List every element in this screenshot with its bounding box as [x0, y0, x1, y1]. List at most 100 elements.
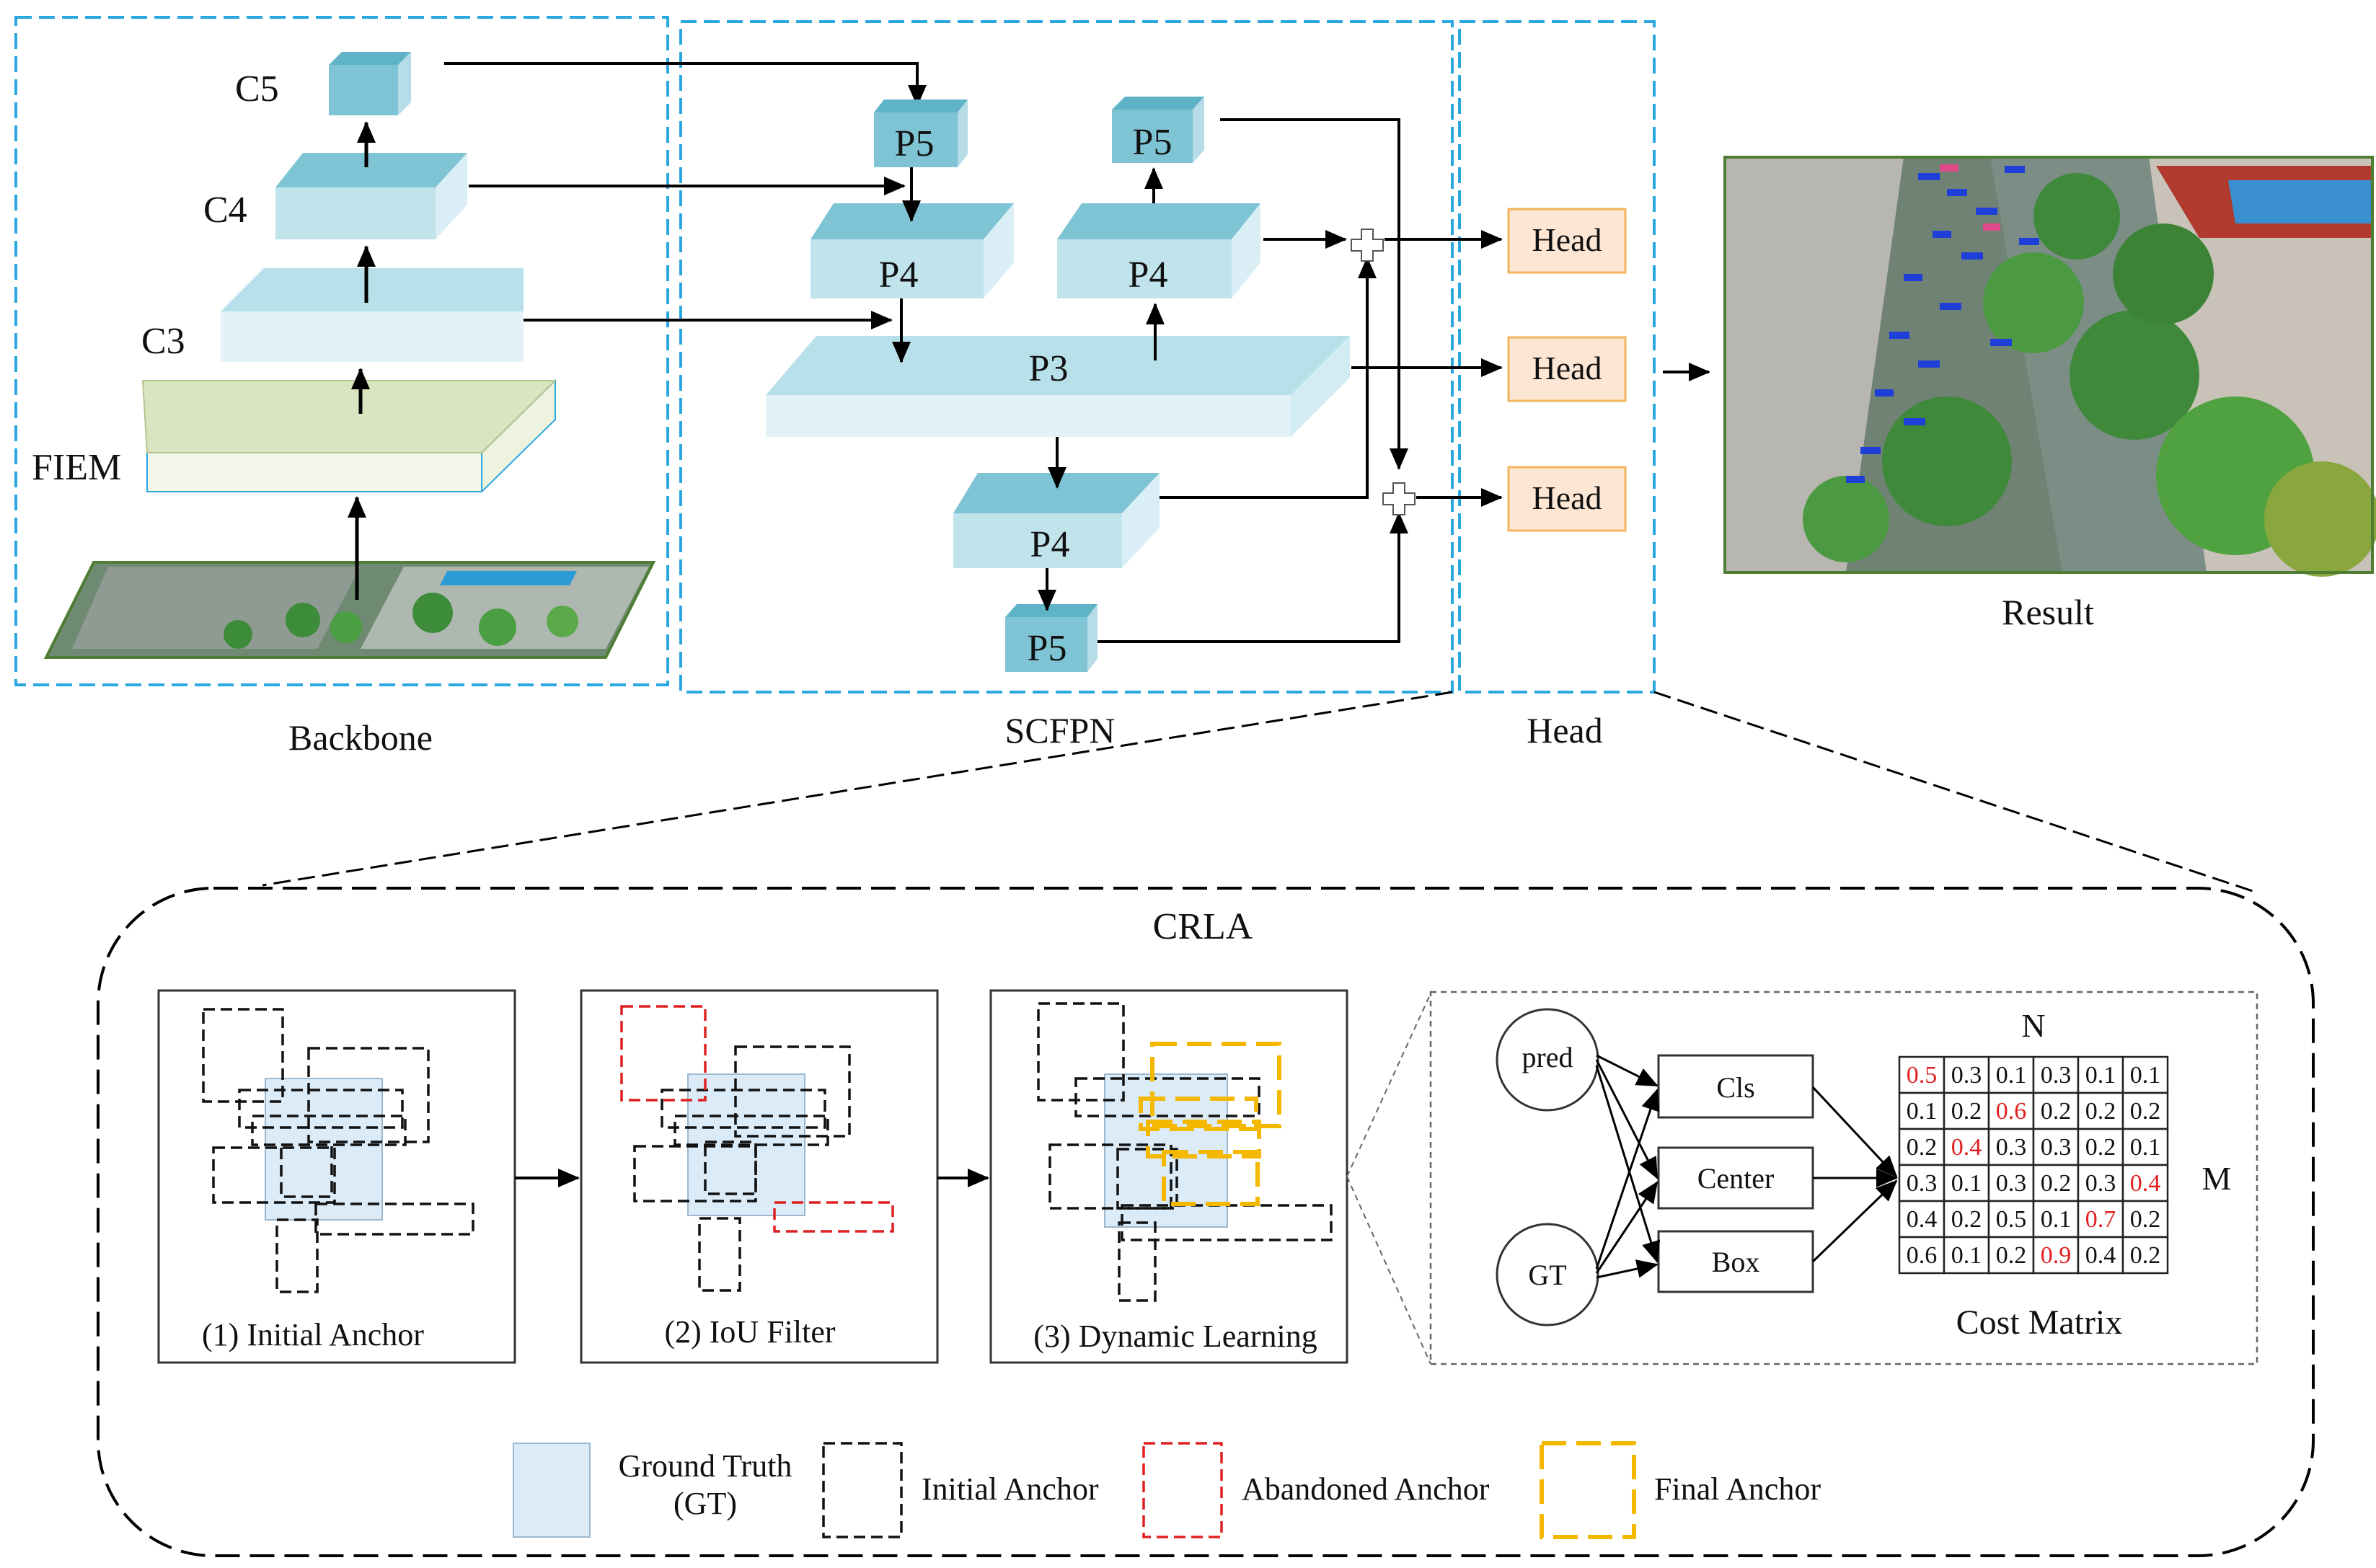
matrix-value: 0.7 [2085, 1206, 2116, 1233]
matrix-value: 0.3 [2085, 1170, 2116, 1197]
fpn-p3-label: P3 [1029, 348, 1069, 389]
matrix-cell [1898, 1200, 1946, 1239]
matrix-value: 0.2 [2130, 1206, 2161, 1233]
legend-abandoned-label: Abandoned Anchor [1242, 1471, 1490, 1507]
matrix-value: 0.3 [1996, 1134, 2027, 1161]
matrix-value: 0.2 [2041, 1170, 2072, 1197]
matrix-caption: Cost Matrix [1956, 1303, 2123, 1342]
gt-node: GT [1496, 1223, 1599, 1326]
matrix-value: 0.2 [1951, 1098, 1982, 1125]
matrix-n-label: N [2021, 1007, 2045, 1044]
matrix-value: 0.3 [1996, 1170, 2027, 1197]
matrix-value: 0.2 [2041, 1098, 2072, 1125]
matrix-cell [2121, 1055, 2169, 1094]
matrix-cell [2032, 1055, 2080, 1094]
backbone-panel [14, 16, 669, 686]
matrix-value: 0.1 [1951, 1170, 1982, 1197]
legend-abandoned-swatch [1142, 1442, 1223, 1538]
legend-initial-swatch [822, 1442, 903, 1538]
matrix-cell [1943, 1236, 1990, 1275]
step-iou-filter: (2) IoU Filter [580, 989, 939, 1364]
fpn-p4-left-label: P4 [879, 254, 919, 296]
head-box-3: Head [1507, 466, 1627, 532]
cost-matrix: 0.5 0.3 0.1 0.3 0.1 0.1 0.1 0.2 0.6 0.2 0.2 0.2 0.2 0… [1898, 1055, 2169, 1275]
matrix-value: 0.2 [2130, 1098, 2161, 1125]
legend-final-label: Final Anchor [1654, 1471, 1821, 1507]
matrix-value: 0.1 [2130, 1062, 2161, 1089]
legend-gt-swatch [513, 1443, 591, 1538]
scfpn-title: SCFPN [1005, 710, 1116, 750]
input-image [43, 561, 656, 659]
matrix-value: 0.2 [1996, 1242, 2027, 1269]
c3-block [221, 268, 524, 362]
fpn-p5-top-block [874, 99, 968, 167]
fpn-p4-bottom-block [953, 473, 1160, 568]
fpn-arrows [892, 118, 1408, 643]
matrix-m-label: M [2202, 1160, 2232, 1197]
matrix-cell [2077, 1091, 2124, 1130]
step-2-label: (2) IoU Filter [664, 1314, 835, 1350]
matrix-value: 0.3 [1951, 1062, 1982, 1089]
matrix-value: 0.5 [1996, 1206, 2027, 1233]
head-box-1-label: Head [1532, 221, 1602, 258]
center-box: Center [1657, 1146, 1814, 1210]
cost-panel [1429, 991, 2258, 1365]
c5-block [329, 52, 411, 115]
c4-block [275, 153, 467, 239]
matrix-value: 0.4 [2130, 1170, 2161, 1197]
head-box-2-label: Head [1532, 350, 1602, 386]
fpn-p5-top-label: P5 [895, 123, 935, 164]
matrix-cell [1987, 1091, 2035, 1130]
matrix-value: 0.3 [2041, 1062, 2072, 1089]
matrix-value: 0.1 [2085, 1062, 2116, 1089]
matrix-value: 0.6 [1907, 1242, 1938, 1269]
fpn-p4-mid-block [1057, 203, 1260, 298]
box-label: Box [1712, 1246, 1760, 1278]
step-1-label: (1) Initial Anchor [202, 1317, 424, 1352]
legend: Ground Truth (GT) Initial Anchor Abandon… [513, 1441, 1821, 1539]
cost-zoom-lines [1346, 993, 1431, 1365]
sum-node-bottom [1382, 482, 1416, 515]
fpn-p4-left-block [811, 203, 1014, 298]
matrix-value: 0.2 [2085, 1134, 2116, 1161]
head-arrows [1351, 230, 1710, 507]
matrix-cell [2121, 1236, 2169, 1275]
head-title: Head [1527, 710, 1603, 750]
matrix-value: 0.1 [2041, 1206, 2072, 1233]
matrix-cell [1987, 1164, 2035, 1202]
legend-initial-label: Initial Anchor [922, 1471, 1099, 1507]
legend-final-swatch [1540, 1441, 1636, 1539]
fpn-p4-mid-label: P4 [1129, 254, 1168, 296]
matrix-value: 0.3 [1907, 1170, 1938, 1197]
matrix-cell [2032, 1236, 2080, 1275]
matrix-cell [2121, 1164, 2169, 1202]
head-box-1: Head [1507, 208, 1627, 274]
matrix-value: 0.4 [1951, 1134, 1982, 1161]
matrix-value: 0.3 [2041, 1134, 2072, 1161]
fiem-label: FIEM [32, 447, 121, 488]
crla-title: CRLA [1153, 906, 1253, 947]
c3-label: C3 [141, 321, 185, 362]
matrix-value: 0.2 [1907, 1134, 1938, 1161]
matrix-value: 0.1 [1907, 1098, 1938, 1125]
sum-node-top [1351, 229, 1384, 262]
backbone-title: Backbone [288, 717, 433, 758]
head-box-3-label: Head [1532, 479, 1602, 516]
matrix-value: 0.1 [1996, 1062, 2027, 1089]
matrix-value: 0.1 [2130, 1134, 2161, 1161]
matrix-value: 0.4 [2085, 1242, 2116, 1269]
fiem-block [141, 378, 557, 492]
matrix-cell [1943, 1055, 1990, 1094]
matrix-value: 0.1 [1951, 1242, 1982, 1269]
center-label: Center [1697, 1162, 1775, 1195]
backbone-arrows [348, 121, 376, 600]
lateral-arrows [444, 62, 927, 329]
matrix-cell [1898, 1164, 1946, 1202]
matrix-cell [2121, 1091, 2169, 1130]
pred-label: pred [1522, 1041, 1573, 1073]
matrix-value: 0.2 [2085, 1098, 2116, 1125]
matrix-cell [1987, 1128, 2035, 1166]
matrix-value: 0.6 [1996, 1098, 2027, 1125]
fpn-p5-mid-block [1112, 97, 1204, 163]
